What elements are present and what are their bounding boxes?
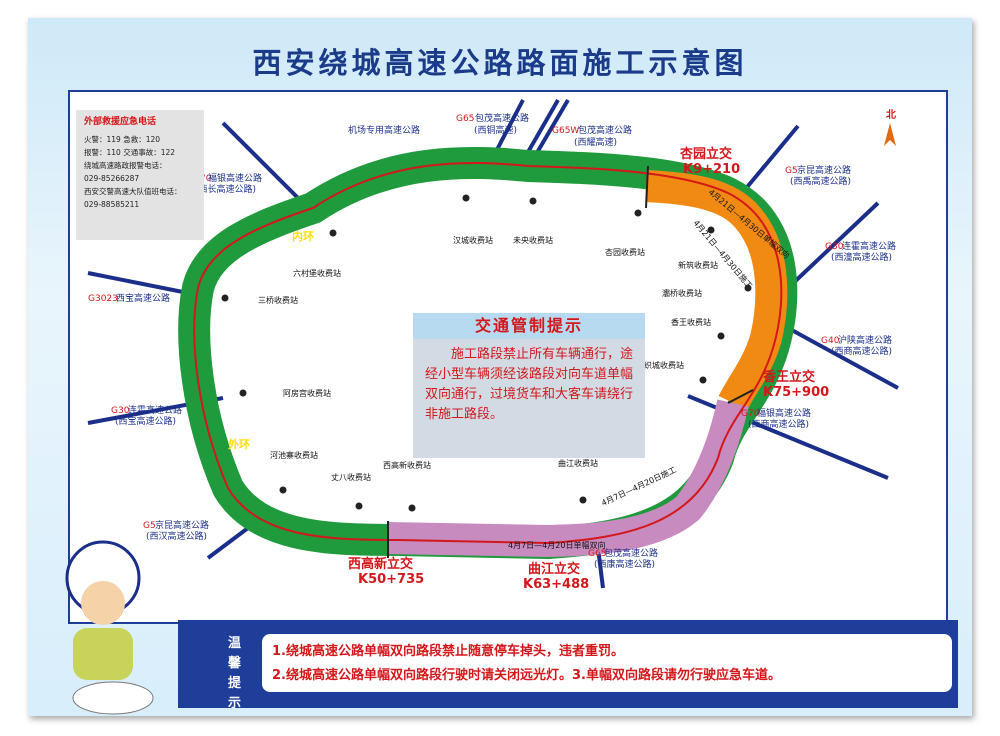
map-canvas: 杏园立交 K9+210 香王立交 K75+900 西高新立交 K50+735 曲… bbox=[65, 98, 899, 715]
highway-label: G65 bbox=[456, 114, 474, 124]
toll-station: 六村堡收费站 bbox=[293, 268, 341, 278]
highway-label: 机场专用高速公路 bbox=[348, 124, 420, 136]
highway-g30-east-line bbox=[786, 201, 880, 290]
interchange-xingyuan: 杏园立交 bbox=[680, 146, 732, 162]
emergency-line: 报警：110 交通事故：122 bbox=[84, 148, 176, 157]
work-zone-northeast bbox=[645, 170, 788, 411]
svg-text:(西禹高速公路): (西禹高速公路) bbox=[790, 175, 851, 187]
interchange-xiangwang-km: K75+900 bbox=[763, 385, 829, 400]
svg-text:(西铜高速): (西铜高速) bbox=[474, 124, 517, 136]
warm-tips-banner: 温馨提示 1.绕城高速公路单幅双向路段禁止随意停车掉头，违者重罚。 2.绕城高速… bbox=[178, 620, 958, 711]
svg-text:(西汉高速公路): (西汉高速公路) bbox=[146, 530, 207, 542]
interchange-qujiang-km: K63+488 bbox=[523, 577, 589, 592]
svg-text:连霍高速公路: 连霍高速公路 bbox=[842, 240, 896, 252]
highway-label: G5 bbox=[143, 521, 156, 531]
svg-text:(西耀高速): (西耀高速) bbox=[574, 136, 617, 148]
svg-text:沪陕高速公路: 沪陕高速公路 bbox=[838, 334, 892, 346]
svg-text:(西宝高速公路): (西宝高速公路) bbox=[115, 415, 176, 427]
tips-box: 1.绕城高速公路单幅双向路段禁止随意停车掉头，违者重罚。 2.绕城高速公路单幅双… bbox=[262, 634, 952, 692]
page-title: 西安绕城高速公路路面施工示意图 bbox=[252, 46, 748, 80]
toll-station: 汉城收费站 bbox=[453, 235, 493, 245]
toll-station: 杏园收费站 bbox=[605, 247, 645, 257]
svg-text:包茂高速公路: 包茂高速公路 bbox=[578, 124, 632, 136]
svg-text:京昆高速公路: 京昆高速公路 bbox=[797, 164, 851, 176]
traffic-police-mascot-icon bbox=[65, 540, 154, 715]
toll-station: 新筑收费站 bbox=[678, 260, 718, 270]
svg-text:福银高速公路: 福银高速公路 bbox=[208, 172, 262, 184]
tip-line: 1.绕城高速公路单幅双向路段禁止随意停车掉头，违者重罚。 bbox=[272, 644, 624, 659]
north-arrow-icon bbox=[884, 123, 896, 146]
toll-station: 灞桥收费站 bbox=[662, 288, 702, 298]
emergency-line: 西安交警高速大队值班电话： bbox=[84, 187, 182, 196]
svg-text:(西商高速公路): (西商高速公路) bbox=[748, 418, 809, 430]
svg-text:包茂高速公路: 包茂高速公路 bbox=[475, 112, 529, 124]
highway-g40-line bbox=[787, 326, 899, 390]
toll-station: 三桥收费站 bbox=[258, 295, 298, 305]
highway-g70-west-line bbox=[221, 121, 305, 205]
inner-ring-label: 内环 bbox=[292, 229, 314, 243]
svg-text:连霍高速公路: 连霍高速公路 bbox=[128, 404, 182, 416]
highway-g5-east-line bbox=[736, 124, 800, 200]
interchange-qujiang: 曲江立交 bbox=[528, 561, 580, 577]
toll-station: 丈八收费站 bbox=[331, 472, 371, 482]
emergency-line: 绕城高速路政报警电话： bbox=[84, 161, 167, 170]
tip-line: 2.绕城高速公路单幅双向路段行驶时请关闭远光灯。3.单幅双向路段请勿行驶应急车道… bbox=[272, 668, 781, 683]
highway-label: G65W bbox=[552, 126, 579, 136]
toll-station: 纺织城收费站 bbox=[636, 360, 684, 370]
toll-station: 香王收费站 bbox=[671, 317, 711, 327]
tips-label: 温馨提示 bbox=[228, 636, 242, 711]
interchange-xigaoxin-km: K50+735 bbox=[358, 572, 424, 587]
toll-station: 河池寨收费站 bbox=[270, 450, 318, 460]
highway-label: G40 bbox=[821, 336, 840, 346]
interchange-xingyuan-km: K9+210 bbox=[683, 162, 740, 177]
highway-label: G3023 bbox=[88, 294, 118, 304]
highway-g5-southwest-line bbox=[206, 526, 250, 560]
toll-station: 曲江收费站 bbox=[558, 458, 598, 468]
toll-station: 未央收费站 bbox=[513, 235, 553, 245]
svg-text:(西潼高速公路): (西潼高速公路) bbox=[831, 251, 892, 263]
svg-text:包茂高速公路: 包茂高速公路 bbox=[604, 547, 658, 559]
emergency-line: 029-88585211 bbox=[84, 200, 140, 209]
work-zone-label: 4月7日—4月20日单幅双向 bbox=[508, 540, 605, 550]
emergency-contacts-panel: 外部救援应急电话 火警：119 急救：120 报警：110 交通事故：122 绕… bbox=[76, 110, 204, 240]
svg-text:(西康高速公路): (西康高速公路) bbox=[594, 558, 655, 570]
emergency-line: 火警：119 急救：120 bbox=[84, 135, 161, 144]
interchange-xigaoxin: 西高新立交 bbox=[348, 556, 413, 572]
toll-station: 阿房宫收费站 bbox=[283, 388, 331, 398]
toll-stations: 汉城收费站 未央收费站 杏园收费站 新筑收费站 灞桥收费站 香王收费站 纺织城收… bbox=[221, 194, 752, 512]
highway-g3023-line bbox=[87, 271, 189, 295]
outer-ring-label: 外环 bbox=[227, 437, 250, 451]
emergency-line: 029-85266287 bbox=[84, 174, 140, 183]
svg-text:(西商高速公路): (西商高速公路) bbox=[831, 345, 892, 357]
svg-text:(西长高速公路): (西长高速公路) bbox=[195, 183, 256, 195]
emergency-heading: 外部救援应急电话 bbox=[84, 117, 157, 127]
north-label: 北 bbox=[886, 108, 896, 121]
interchange-xiangwang: 香王立交 bbox=[762, 369, 815, 385]
notice-body: 施工路段禁止所有车辆通行，途经小型车辆须经该路段对向车道单幅双向通行，过境货车和… bbox=[425, 347, 634, 422]
map-board: 西安绕城高速公路路面施工示意图 杏园立交 K9+210 bbox=[28, 18, 972, 716]
svg-text:京昆高速公路: 京昆高速公路 bbox=[155, 519, 209, 531]
highway-label: G70 bbox=[741, 409, 760, 419]
svg-text:西宝高速公路: 西宝高速公路 bbox=[116, 292, 170, 304]
highway-label: G30 bbox=[825, 242, 844, 252]
toll-station: 西高新收费站 bbox=[383, 460, 431, 470]
highway-label: G65 bbox=[588, 549, 606, 559]
svg-text:福银高速公路: 福银高速公路 bbox=[757, 407, 811, 419]
highway-g65-south-line bbox=[596, 547, 605, 589]
highway-label: G30 bbox=[111, 406, 130, 416]
traffic-control-notice: 交通管制提示 施工路段禁止所有车辆通行，途经小型车辆须经该路段对向车道单幅双向通… bbox=[413, 313, 645, 458]
highway-label: G5 bbox=[785, 166, 798, 176]
ring-centerline bbox=[193, 162, 783, 545]
notice-heading: 交通管制提示 bbox=[413, 313, 645, 339]
